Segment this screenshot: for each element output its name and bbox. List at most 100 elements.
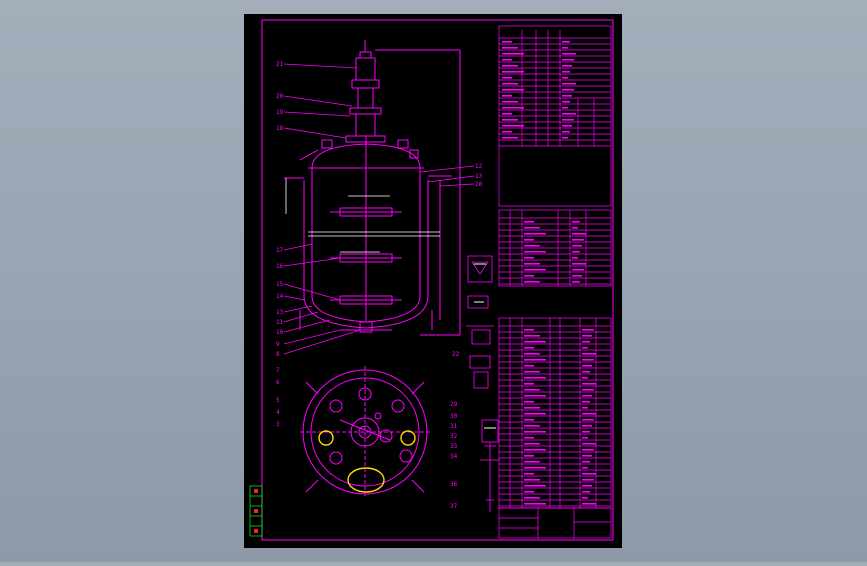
parts-list-text <box>524 329 596 505</box>
balloon-7: 7 <box>276 367 280 374</box>
table-text-mark <box>582 497 588 499</box>
table-text-mark <box>502 71 524 73</box>
table-text-mark <box>582 395 592 397</box>
plan-view-highlights <box>318 430 416 493</box>
vessel-plan-view <box>300 366 430 498</box>
parts-list-table <box>498 317 612 509</box>
table-text-mark <box>524 257 534 259</box>
table-text-mark <box>582 461 590 463</box>
table-text-mark <box>524 491 534 493</box>
table-text-mark <box>524 383 534 385</box>
table-text-mark <box>572 245 582 247</box>
balloon-13: 13 <box>475 173 483 180</box>
sheet-border <box>261 19 614 541</box>
balloon-34: 34 <box>450 453 458 460</box>
balloon-6: 6 <box>276 379 280 386</box>
table-text-mark <box>502 53 524 55</box>
table-text-mark <box>524 503 546 505</box>
margin-stamp <box>249 485 263 537</box>
balloon-10: 10 <box>276 329 284 336</box>
table-text-mark <box>562 53 576 55</box>
balloon-numbers: 21 20 19 18 12 13 28 17 16 15 14 13 11 1… <box>276 61 483 510</box>
table-text-mark <box>524 413 546 415</box>
table-text-mark <box>582 365 592 367</box>
table-text-mark <box>582 407 588 409</box>
table-text-mark <box>524 467 546 469</box>
balloon-11: 11 <box>276 319 284 326</box>
table-text-mark <box>524 473 534 475</box>
balloon-20: 20 <box>276 93 284 100</box>
table-text-mark <box>582 389 594 391</box>
table-text-mark <box>502 113 512 115</box>
table-text-mark <box>562 59 574 61</box>
table-text-mark <box>502 59 512 61</box>
table-text-mark <box>562 71 570 73</box>
table-text-mark <box>524 443 540 445</box>
table-text-mark <box>524 401 534 403</box>
table-text-mark <box>562 137 568 139</box>
balloon-36: 36 <box>450 481 458 488</box>
table-text-mark <box>562 41 570 43</box>
table-text-mark <box>524 425 540 427</box>
table-text-mark <box>502 101 518 103</box>
table-text-mark <box>524 485 546 487</box>
table-text-mark <box>582 485 592 487</box>
table-text-mark <box>582 443 596 445</box>
balloon-8: 8 <box>276 351 280 358</box>
table-text-mark <box>582 467 588 469</box>
table-text-mark <box>524 359 546 361</box>
balloon-31: 31 <box>450 423 458 430</box>
table-text-mark <box>524 233 546 235</box>
table-text-mark <box>524 377 546 379</box>
table-text-mark <box>562 107 568 109</box>
table-text-mark <box>524 269 546 271</box>
balloon-12: 12 <box>475 163 483 170</box>
table-text-mark <box>582 449 594 451</box>
table-text-mark <box>582 359 594 361</box>
balloon-30: 30 <box>450 413 458 420</box>
table-text-mark <box>524 395 546 397</box>
table-text-mark <box>502 137 518 139</box>
table-text-mark <box>502 83 518 85</box>
table-text-mark <box>582 419 594 421</box>
table-text-mark <box>562 83 576 85</box>
table-text-mark <box>524 497 540 499</box>
drawing-sheet <box>244 14 622 548</box>
table-text-mark <box>502 107 524 109</box>
table-text-mark <box>562 113 576 115</box>
table-text-mark <box>524 245 540 247</box>
balloon-14: 14 <box>276 293 284 300</box>
table-text-mark <box>524 221 534 223</box>
table-text-mark <box>582 425 592 427</box>
table-text-mark <box>582 473 596 475</box>
table-text-mark <box>524 449 546 451</box>
balloon-19: 19 <box>276 109 284 116</box>
table-text-mark <box>524 371 540 373</box>
detail-sketches <box>466 255 500 512</box>
balloon-37: 37 <box>450 503 458 510</box>
table-text-mark <box>582 431 590 433</box>
table-text-mark <box>502 95 512 97</box>
table-text-mark <box>562 125 572 127</box>
table-text-mark <box>524 455 534 457</box>
table-text-mark <box>582 377 588 379</box>
table-text-mark <box>524 419 534 421</box>
margin-stamp-marks <box>254 489 258 533</box>
balloon-5: 5 <box>276 397 280 404</box>
table-text-mark <box>562 131 570 133</box>
nozzle-table-text <box>524 221 586 283</box>
table-text-mark <box>524 275 534 277</box>
table-text-mark <box>562 89 574 91</box>
table-text-mark <box>572 269 584 271</box>
table-text-mark <box>524 329 534 331</box>
table-text-mark <box>562 47 568 49</box>
balloon-22: 22 <box>452 351 460 358</box>
table-text-mark <box>524 281 540 283</box>
table-text-mark <box>502 125 524 127</box>
table-text-mark <box>524 437 534 439</box>
table-text-mark <box>524 389 540 391</box>
balloon-33: 33 <box>450 443 458 450</box>
balloon-9: 9 <box>276 341 280 348</box>
balloon-29: 29 <box>450 401 458 408</box>
